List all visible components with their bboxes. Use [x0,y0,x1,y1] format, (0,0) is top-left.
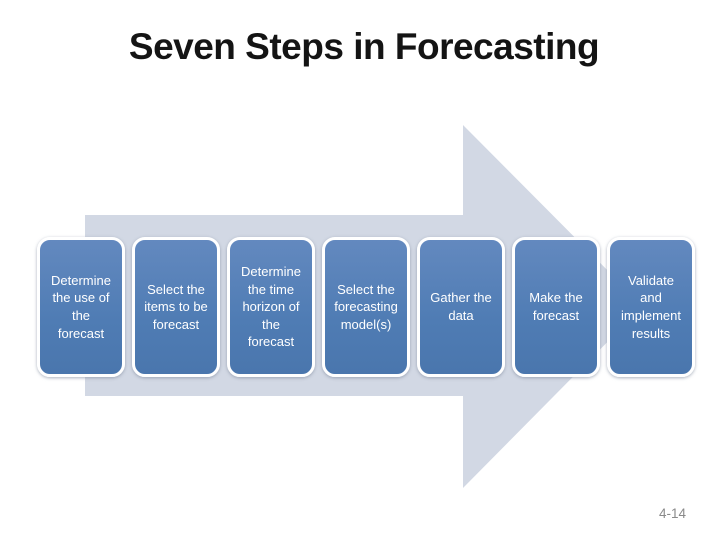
step-label-1: Determine the use of the forecast [51,272,111,341]
step-box-7: Validate and implement results [607,237,695,377]
steps-row: Determine the use of the forecast Select… [37,237,695,377]
slide-title: Seven Steps in Forecasting [128,26,600,67]
step-box-3: Determine the time horizon of the foreca… [227,237,315,377]
step-label-3: Determine the time horizon of the foreca… [241,264,301,350]
step-label-5: Gather the data [430,290,492,323]
page-number: 4-14 [658,506,686,521]
step-label-4: Select the forecasting model(s) [334,281,398,332]
step-box-5: Gather the data [417,237,505,377]
step-box-1: Determine the use of the forecast [37,237,125,377]
step-label-6: Make the forecast [529,290,583,323]
step-box-4: Select the forecasting model(s) [322,237,410,377]
step-box-6: Make the forecast [512,237,600,377]
step-label-7: Validate and implement results [621,272,681,341]
step-box-2: Select the items to be forecast [132,237,220,377]
step-label-2: Select the items to be forecast [144,281,208,332]
